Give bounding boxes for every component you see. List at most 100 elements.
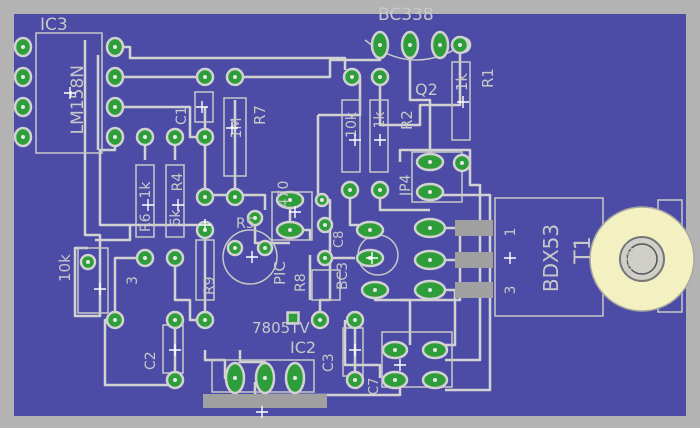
piezo-label: ATTAK: [625, 243, 636, 274]
origin-cross: [246, 251, 258, 263]
pad-drill: [143, 135, 147, 139]
pad-drill: [173, 256, 177, 260]
origin-cross: [169, 344, 181, 356]
pad-drill: [21, 135, 25, 139]
pad-drill: [438, 43, 442, 47]
r7-label: R7: [251, 105, 269, 125]
r2-outline: [369, 99, 389, 173]
origin-cross: [366, 252, 378, 264]
origin-cross: [457, 96, 469, 108]
pad-drill: [318, 318, 322, 322]
t1-value-label: BDX53: [539, 224, 563, 292]
pic-label: PIC: [271, 261, 289, 285]
pad-drill: [368, 228, 372, 232]
pad-drill: [253, 216, 257, 220]
pad-drill: [393, 348, 397, 352]
pad-drill: [408, 43, 412, 47]
piezo-buzzer: [589, 199, 695, 313]
r6-label: R6: [138, 213, 154, 232]
pad-drill: [113, 45, 117, 49]
pad-drill: [428, 288, 432, 292]
pad-drill: [21, 75, 25, 79]
pad-drill: [173, 378, 177, 382]
silkscreen-labels: IC3 LM158N BC338 Q2 R1 1k R2 1k 10k R7 1…: [40, 5, 636, 395]
pad-drill: [288, 228, 292, 232]
t1-tabs: [455, 220, 493, 298]
r-left-small-label: 3: [125, 276, 141, 285]
pad-drill: [378, 75, 382, 79]
origin-cross: [199, 219, 211, 231]
origin-cross: [374, 134, 386, 146]
pad-drill: [263, 246, 267, 250]
ic3-label: IC3: [40, 15, 68, 35]
c7-label: C7: [367, 378, 382, 395]
pad-drill: [323, 256, 327, 260]
pad-drill: [378, 188, 382, 192]
r6-value-label: 1k: [138, 181, 154, 199]
reg-value-label: 7805TV: [252, 319, 310, 337]
pad-drill: [113, 75, 117, 79]
q2-label: Q2: [415, 80, 438, 99]
c3-label: C3: [321, 353, 337, 372]
ic2-heatsink: [203, 394, 327, 408]
pad-drill: [393, 378, 397, 382]
r9-outline: [195, 239, 215, 301]
pads: [13, 30, 472, 395]
ic2-label: IC2: [290, 338, 316, 357]
r3-value-label: 10k: [344, 111, 360, 138]
trace: [398, 148, 472, 163]
r7-outline: [223, 97, 247, 177]
c7-outline: [381, 331, 453, 388]
pad-drill: [21, 105, 25, 109]
r3-outline: [341, 99, 361, 173]
r1-label: R1: [479, 68, 497, 88]
r5-outline: [222, 229, 278, 285]
trace: [73, 40, 102, 318]
c8-label: C8: [332, 231, 347, 248]
r1-outline: [451, 61, 471, 141]
trace: [408, 45, 432, 162]
r-left-outline: [77, 247, 109, 314]
pad-drill: [86, 260, 90, 264]
pad-drill: [203, 75, 207, 79]
pad-drill: [203, 195, 207, 199]
pad-drill: [428, 190, 432, 194]
r6-outline: [135, 164, 155, 238]
pad-drill: [173, 135, 177, 139]
r8-pin: [286, 311, 300, 325]
jp4-label: JP4: [398, 174, 414, 197]
origin-cross: [196, 101, 208, 113]
r8-label: R8: [293, 273, 309, 292]
trace: [115, 45, 347, 70]
pad-drill: [428, 226, 432, 230]
jp4-outline: [411, 151, 463, 203]
pad-drill: [263, 376, 267, 380]
c1-outline: [194, 91, 214, 123]
pad-drill: [113, 318, 117, 322]
r4-outline: [165, 164, 185, 238]
origin-cross: [504, 252, 516, 264]
origin-markers: [64, 87, 516, 418]
c1-label: C1: [174, 106, 190, 125]
pad-drill: [428, 258, 432, 262]
pad-drill: [353, 378, 357, 382]
pad-drill: [320, 198, 324, 202]
origin-cross: [64, 87, 76, 99]
trace: [205, 193, 267, 210]
pad-drill: [458, 43, 462, 47]
trace: [95, 225, 132, 242]
ic3-value-label: LM158N: [68, 65, 88, 134]
pad-drill: [433, 378, 437, 382]
r9-label: R9: [202, 276, 218, 295]
r2-label: R2: [398, 110, 416, 130]
q1-value-label: BC338: [378, 5, 434, 25]
pad-drill: [293, 376, 297, 380]
pad-drill: [233, 195, 237, 199]
origin-cross: [256, 406, 268, 418]
pad-drill: [433, 348, 437, 352]
pad-drill: [233, 75, 237, 79]
r1-value-label: 1k: [453, 73, 471, 92]
trace: [316, 115, 355, 260]
